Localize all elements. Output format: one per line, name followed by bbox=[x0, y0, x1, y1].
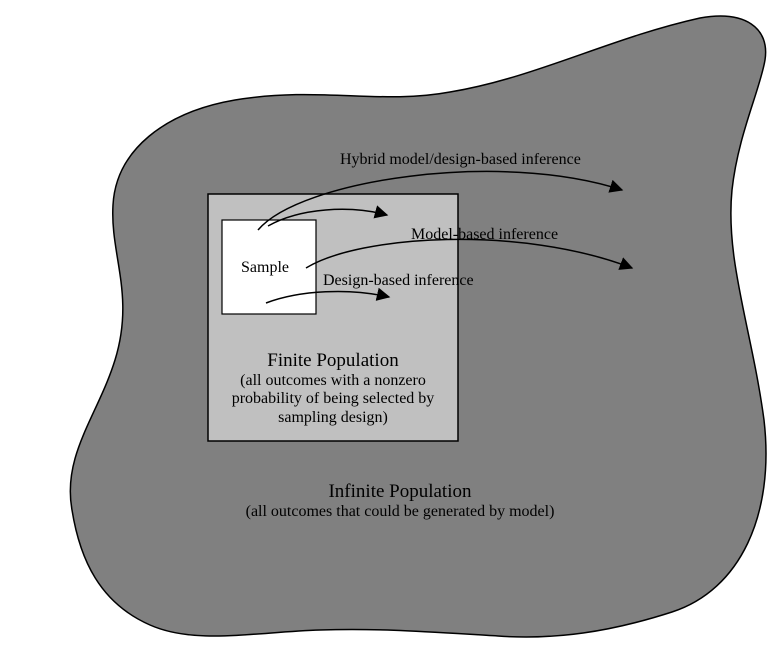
finite-population-description-line: (all outcomes with a nonzero bbox=[240, 371, 426, 389]
model-inference-arrow bbox=[305, 238, 634, 270]
sample-region bbox=[221, 219, 317, 315]
design-inference-arrow bbox=[265, 287, 391, 304]
infinite-population-title: Infinite Population bbox=[328, 481, 472, 502]
finite-population-description-line: sampling design) bbox=[278, 408, 388, 426]
infinite-population-text: Infinite Population (all outcomes that c… bbox=[200, 481, 600, 521]
design-inference-label: Design-based inference bbox=[323, 272, 474, 289]
hybrid-inference-arrow bbox=[257, 170, 624, 231]
model-inference-label: Model-based inference bbox=[411, 226, 559, 243]
hybrid-inference-label: Hybrid model/design-based inference bbox=[340, 151, 581, 168]
sample-to-finite-arrow bbox=[267, 205, 389, 227]
sample-label: Sample bbox=[241, 259, 289, 276]
infinite-population-description: (all outcomes that could be generated by… bbox=[245, 502, 555, 520]
finite-population-title: Finite Population bbox=[267, 350, 399, 371]
finite-population-description-line: probability of being selected by bbox=[231, 390, 435, 408]
finite-population-text: Finite Population (all outcomes with a n… bbox=[208, 350, 458, 427]
